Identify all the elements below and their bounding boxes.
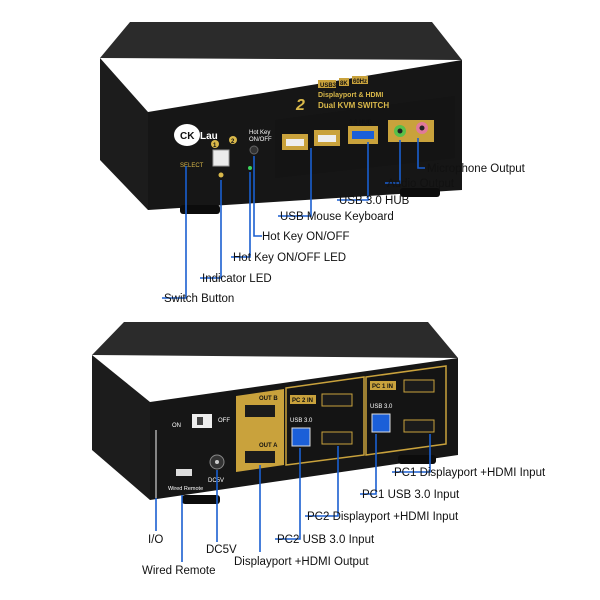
dual-2-logo: 2 bbox=[295, 97, 305, 114]
hotkey-led bbox=[248, 166, 252, 170]
line-mic bbox=[417, 138, 425, 169]
callout-audio: Audio Output bbox=[387, 178, 455, 190]
indicator-led bbox=[218, 172, 224, 178]
brand-logo-text: Lau bbox=[200, 131, 218, 142]
callout-indled: Indicator LED bbox=[202, 273, 272, 285]
callout-pc1dp: PC1 Displayport +HDMI Input bbox=[394, 467, 546, 479]
pc2-hdmi-port[interactable] bbox=[321, 393, 353, 407]
rear-unit-side bbox=[92, 355, 150, 500]
callout-wired: Wired Remote bbox=[142, 565, 216, 577]
model-line2: Dual KVM SWITCH bbox=[318, 101, 389, 110]
pc2-usb-label: USB 3.0 bbox=[290, 418, 313, 424]
front-foot-left bbox=[180, 205, 220, 214]
usb-hub-label: 3.0 HUB bbox=[349, 120, 373, 126]
brand-logo-ck: CK bbox=[180, 131, 195, 142]
pc1-hdmi-port[interactable] bbox=[403, 379, 435, 393]
pc2-usb-port[interactable] bbox=[291, 427, 311, 447]
front-callout-lines bbox=[162, 138, 425, 299]
usb-hub-port[interactable] bbox=[352, 131, 374, 139]
power-switch-rocker bbox=[197, 417, 203, 425]
callout-hotkey: Hot Key ON/OFF bbox=[262, 231, 350, 243]
callout-usbhub: USB 3.0 HUB bbox=[339, 195, 410, 207]
rear-foot-right bbox=[398, 455, 436, 464]
pc2-label: PC 2 IN bbox=[292, 398, 313, 404]
badge-8k bbox=[339, 78, 349, 86]
rear-unit-top bbox=[92, 322, 458, 358]
rear-callouts: PC1 Displayport +HDMI Input PC1 USB 3.0 … bbox=[142, 467, 546, 577]
badge-60hz bbox=[352, 76, 368, 84]
callout-pc2dp: PC2 Displayport +HDMI Input bbox=[307, 511, 459, 523]
callout-mousekb: USB Mouse Keyboard bbox=[280, 211, 394, 223]
port-1-indicator bbox=[211, 140, 219, 148]
callout-switchbtn: Switch Button bbox=[164, 293, 234, 305]
pc1-label: PC 1 IN bbox=[372, 384, 393, 390]
audio-jack-hole bbox=[397, 128, 403, 134]
usb-mouse-port[interactable] bbox=[286, 139, 304, 146]
line-audio bbox=[385, 140, 401, 184]
front-callouts: Microphone Output Audio Output USB 3.0 H… bbox=[164, 163, 526, 305]
hotkey-label-bottom: ON/OFF bbox=[249, 137, 272, 143]
badge-8k-text: 8K bbox=[340, 81, 348, 87]
line-pc2dp bbox=[305, 446, 339, 517]
out-b-label: OUT B bbox=[259, 396, 278, 402]
line-pc1dp bbox=[392, 434, 431, 473]
hotkey-label-top: Hot Key bbox=[249, 130, 270, 136]
line-indled bbox=[200, 180, 222, 279]
mic-jack-hole bbox=[419, 125, 425, 131]
switch-button[interactable] bbox=[212, 149, 230, 167]
callout-mic: Microphone Output bbox=[427, 163, 526, 175]
pc2-dp-port[interactable] bbox=[321, 431, 353, 445]
port-1-number: 1 bbox=[213, 143, 217, 149]
select-label: SELECT bbox=[180, 163, 204, 169]
hotkey-button[interactable] bbox=[249, 145, 259, 155]
pc2-label-bg bbox=[290, 395, 316, 404]
usb-keyboard-port[interactable] bbox=[318, 135, 336, 142]
dc-label: DC5V bbox=[208, 478, 224, 484]
pc1-dp-port[interactable] bbox=[403, 419, 435, 433]
callout-dpout: Displayport +HDMI Output bbox=[234, 556, 369, 568]
wired-remote-label: Wired Remote bbox=[168, 486, 203, 492]
badge-60hz-text: 60Hz bbox=[353, 79, 367, 85]
line-mousekb bbox=[278, 148, 312, 217]
front-unit-top bbox=[100, 22, 462, 60]
power-on-label: ON bbox=[172, 423, 181, 429]
out-a-label: OUT A bbox=[259, 443, 278, 449]
front-unit-side bbox=[100, 58, 148, 210]
callout-dc5v: DC5V bbox=[206, 544, 237, 556]
callout-pc1usb: PC1 USB 3.0 Input bbox=[362, 489, 460, 501]
callout-io: I/O bbox=[148, 534, 163, 546]
kvm-rear-unit: ON OFF Wired Remote DC5V OUT B OUT A PC … bbox=[92, 322, 458, 504]
line-hotkey bbox=[253, 156, 262, 237]
rear-foot-left bbox=[182, 495, 220, 504]
badge-usb30-text: USB3.0 bbox=[320, 83, 342, 89]
pc1-label-bg bbox=[370, 381, 396, 390]
dp-out-port[interactable] bbox=[245, 451, 275, 463]
hdmi-out-port[interactable] bbox=[245, 405, 275, 417]
model-line1: Displayport & HDMI bbox=[318, 92, 383, 99]
rear-callout-lines bbox=[155, 434, 431, 562]
dc-jack-pin bbox=[215, 460, 219, 464]
brand-logo-mark bbox=[174, 124, 200, 146]
line-hotkeyled bbox=[231, 172, 251, 258]
line-usbhub bbox=[337, 142, 369, 201]
callout-hotkeyled: Hot Key ON/OFF LED bbox=[233, 252, 346, 264]
power-off-label: OFF bbox=[218, 418, 230, 424]
line-pc1usb bbox=[360, 434, 377, 495]
line-switchbtn bbox=[162, 166, 187, 299]
badge-usb30 bbox=[318, 80, 336, 88]
pc1-usb-label: USB 3.0 bbox=[370, 404, 393, 410]
front-foot-right bbox=[400, 188, 440, 197]
kvm-front-unit: USB3.0 8K 60Hz Displayport & HDMI Dual K… bbox=[100, 22, 462, 214]
pc1-usb-port[interactable] bbox=[371, 413, 391, 433]
port-2-indicator bbox=[229, 136, 237, 144]
wired-remote-port[interactable] bbox=[176, 469, 192, 476]
line-pc2usb bbox=[275, 448, 301, 540]
pc1-panel bbox=[365, 365, 447, 456]
callout-pc2usb: PC2 USB 3.0 Input bbox=[277, 534, 375, 546]
port-2-number: 2 bbox=[231, 139, 235, 145]
